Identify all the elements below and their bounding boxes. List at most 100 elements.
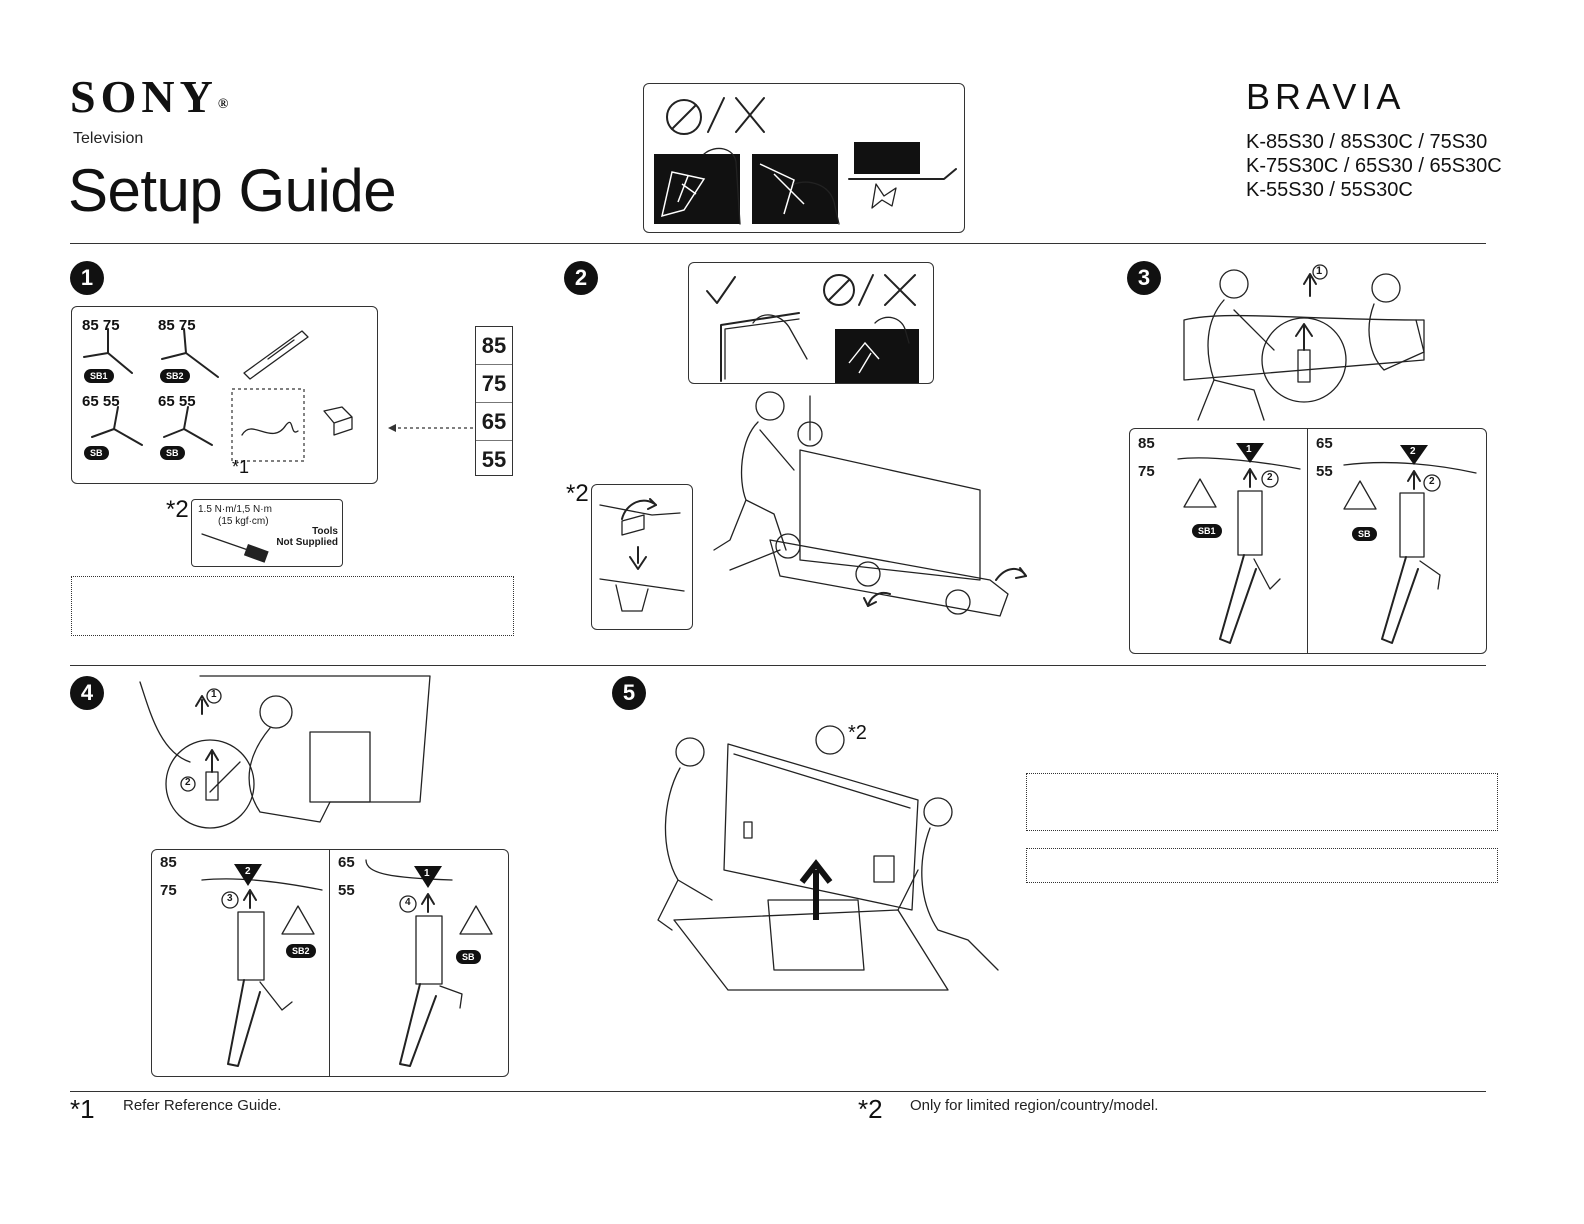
stand-code-badge: SB1 <box>1192 524 1222 538</box>
step-circle-4 <box>399 895 417 913</box>
tools-label-line: Not Supplied <box>276 537 338 548</box>
step-circle-1 <box>206 688 222 704</box>
person-icon <box>675 737 705 767</box>
rotate-arrow-icon <box>867 592 891 607</box>
up-arrow-icon <box>1243 468 1257 488</box>
screen-size-item: 65 <box>476 403 512 441</box>
packing-box <box>309 731 371 803</box>
torque-panel: 1.5 N·m/1,5 N·m (15 kgf·cm) Tools Not Su… <box>191 499 343 567</box>
packing-box <box>769 539 1009 617</box>
model-line: K-75S30C / 65S30 / 65S30C <box>1246 155 1502 177</box>
footnote-text: Only for limited region/country/model. <box>910 1097 1159 1114</box>
up-arrow-icon <box>195 695 209 715</box>
product-category: Television <box>73 130 144 147</box>
step-number-3: 3 <box>1127 261 1161 295</box>
stand-leg-icon <box>163 406 213 446</box>
series-logo: BRAVIA <box>1246 76 1406 117</box>
panel-divider <box>1307 429 1308 653</box>
impact-burst-icon <box>871 183 897 209</box>
step3-main-illustration <box>1183 264 1425 421</box>
step-circle-3 <box>221 891 239 909</box>
up-arrow-icon <box>799 859 833 920</box>
handling-warning-panel <box>643 83 965 233</box>
stand-code-badge: SB2 <box>160 369 190 383</box>
step5-main-illustration <box>657 725 999 991</box>
size-label: 55 <box>338 882 355 899</box>
step-number-1: 1 <box>70 261 104 295</box>
down-triangle-icon <box>234 864 262 886</box>
tv-panel <box>799 449 981 581</box>
step4-top-number: 1 <box>211 689 217 700</box>
size-label: 75 <box>160 882 177 899</box>
prohibited-icon <box>666 99 702 135</box>
size-label: 55 <box>1316 463 1333 480</box>
grip-instruction-panel <box>688 262 934 384</box>
step3-stand-illustration <box>1177 443 1477 644</box>
checkmark-icon <box>706 276 736 304</box>
stand-sizes: 65 55 <box>158 393 196 410</box>
up-arrow-icon <box>243 889 257 909</box>
up-arrow-icon <box>421 893 435 913</box>
step-circle-number: 3 <box>227 893 233 904</box>
stand-sizes: 65 55 <box>82 393 120 410</box>
stand-sizes: 85 75 <box>82 317 120 334</box>
tools-label-line: Tools <box>312 526 338 537</box>
step1-note-box <box>71 576 514 636</box>
person-icon <box>755 391 785 421</box>
footer-divider <box>70 1091 1486 1092</box>
model-list: K-85S30 / 85S30C / 75S30 K-75S30C / 65S3… <box>1246 130 1502 202</box>
prohibited-icon <box>823 274 855 306</box>
stand-leg-icon <box>83 328 133 374</box>
step-circle-1 <box>1312 264 1328 280</box>
stand-sizes: 85 75 <box>158 317 196 334</box>
power-cable-icon <box>241 421 299 436</box>
tv-panel-lying <box>1183 314 1425 381</box>
screen-size-item: 85 <box>476 327 512 365</box>
package-contents-panel: 85 75 85 75 65 55 65 55 SB1 SB2 SB SB *1 <box>71 306 378 484</box>
step-circle-2 <box>1261 470 1279 488</box>
footnote-text: Refer Reference Guide. <box>123 1097 282 1114</box>
triangle-number: 1 <box>1246 444 1252 455</box>
zoom-circle <box>797 421 823 447</box>
tools-label: Tools Not Supplied <box>272 526 338 548</box>
model-line: K-55S30 / 55S30C <box>1246 179 1413 201</box>
size-pointer-arrow <box>388 424 474 432</box>
stand-code-badge: SB2 <box>286 944 316 958</box>
torque-value: 1.5 N·m/1,5 N·m <box>198 504 272 515</box>
stand-leg-icon <box>161 328 219 378</box>
remote-control-icon <box>243 330 309 380</box>
tv-panel-lying <box>199 675 431 803</box>
stand-code-badge: SB <box>84 446 109 460</box>
step-circle-number: 2 <box>1267 472 1273 483</box>
caution-hand-icon <box>1183 478 1217 508</box>
step2-main-illustration <box>713 391 1027 617</box>
person-icon <box>1219 269 1249 299</box>
step4-stand-illustration <box>201 859 493 1067</box>
header-divider <box>70 243 1486 244</box>
size-label: 75 <box>1138 463 1155 480</box>
caution-hand-icon <box>281 905 315 935</box>
footnote-marker: *1 <box>70 1094 95 1124</box>
size-label: 65 <box>338 854 355 871</box>
down-triangle-icon <box>1236 443 1264 463</box>
registered-mark-icon: ® <box>217 97 229 112</box>
screwdriver-icon <box>201 533 269 563</box>
down-triangle-icon <box>1400 445 1428 465</box>
size-label: 85 <box>160 854 177 871</box>
up-arrow-icon <box>1407 470 1421 490</box>
up-arrow-icon <box>1295 323 1313 351</box>
down-triangle-icon <box>414 866 442 888</box>
person-icon <box>923 797 953 827</box>
package-contents-illustration <box>83 328 353 462</box>
step3-top-number: 1 <box>1316 265 1323 277</box>
floor-mat <box>673 909 949 991</box>
plug-adapter-icon <box>323 406 353 436</box>
power-cable-box <box>231 388 305 462</box>
tv-panel <box>723 743 919 911</box>
screen-size-item: 55 <box>481 447 507 472</box>
step-circle-2 <box>1423 474 1441 492</box>
slash-icon <box>858 274 874 306</box>
caution-hand-icon <box>1343 480 1377 510</box>
grip-instruction-illustration <box>706 274 919 383</box>
up-arrow-icon <box>1303 273 1317 297</box>
